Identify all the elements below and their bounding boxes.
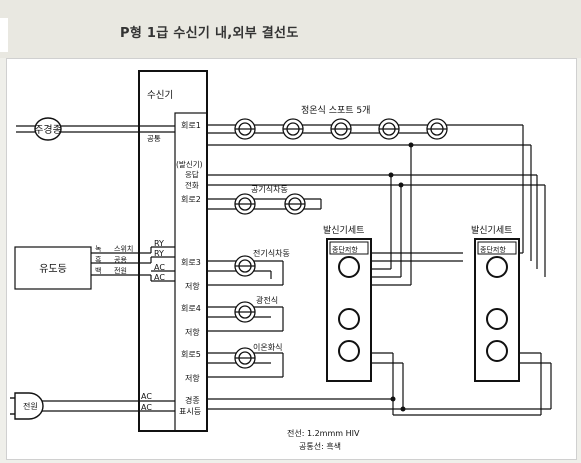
junction-dot [400,406,406,412]
ry1-label: RY [154,239,164,248]
detectors [234,118,448,369]
smoke-detector-icon [378,118,400,140]
junction-dot [388,172,394,178]
ac1-label: AC [154,263,165,272]
transmitter-phone-icon [486,308,508,330]
transmitter-group-label-1: (발신기) [176,160,203,169]
junction-dot [398,182,404,188]
transmitter-button-icon [338,256,360,278]
guide-light-box [14,246,92,290]
transmitter-group-label-3: 전화 [185,180,199,190]
wire-note-line2: 공통선: 흑색 [299,441,341,451]
guide-terminal-1: 스위치 [114,244,133,253]
transmitter-group-label-2: 응답 [185,169,199,179]
smoke-detector-icon [282,118,304,140]
diagram-panel: 주경종 [6,58,577,460]
resistor4-label: 저항 [185,328,200,337]
smoke-detector-icon [284,193,306,215]
receiver-title: 수신기 [147,90,173,101]
ac2-label: AC [154,273,165,282]
circuit2-label: 회로2 [181,195,201,204]
pneumatic-label: 공기식차동 [251,185,288,194]
receiver-common-label: 공통 [147,134,161,143]
resistor5-label: 저항 [185,374,200,383]
wiring-diagram: 주경종 [10,70,552,451]
transmitter-sets [326,238,520,382]
transmitter-button-icon [486,256,508,278]
smoke-detector-icon [234,301,256,323]
set2-label: 발신기세트 [471,225,512,236]
resistor3-label: 저항 [185,282,200,291]
ac4-label: AC [141,403,152,412]
guide-wire-color-3: 백 [95,266,101,275]
indicator-label: 표시등 [179,407,201,416]
smoke-detector-icon [330,118,352,140]
electric-label: 전기식차동 [253,248,290,258]
transmitter-phone-icon [338,308,360,330]
junction-dot [390,396,396,402]
set1-end-resistor: 종단저항 [332,245,358,254]
guide-wire-color-2: 흑 [95,255,102,264]
end-resistor-box [329,241,369,255]
smoke-detector-icon [234,255,256,277]
header-accent [0,18,8,52]
wire-note-line1: 전선: 1.2mmm HIV [287,428,360,438]
receiver-terminal-strip [174,112,208,432]
guide-wire-color-1: 녹 [95,245,102,253]
power-label: 전원 [23,401,38,411]
ac3-label: AC [141,392,152,401]
ionization-label: 이온화식 [253,342,282,352]
transmitter-lamp-icon [338,340,360,362]
guide-light-label: 유도등 [39,263,67,275]
ry2-label: RY [154,249,164,258]
guide-terminal-2: 공용 [114,256,127,264]
circuit5-label: 회로5 [181,350,201,359]
smoke-detector-icon [234,118,256,140]
circuit1-label: 회로1 [181,121,201,130]
alarm-label: 경종 [185,395,200,405]
smoke-detector-icon [234,347,256,369]
junction-dots [388,142,414,412]
set2-end-resistor: 종단저항 [480,245,506,254]
transmitter-lamp-icon [486,340,508,362]
page-title: P형 1급 수신기 내,외부 결선도 [120,26,299,41]
junction-dot [408,142,414,148]
photoelectric-label: 광전식 [256,295,278,305]
page-header: P형 1급 수신기 내,외부 결선도 [0,0,581,58]
power-plug-icon [10,392,44,420]
set1-label: 발신기세트 [323,225,364,236]
smoke-detector-icon [234,193,256,215]
end-resistor-box [477,241,517,255]
circuit4-label: 회로4 [181,304,201,313]
fixed-temp-label: 정온식 스포트 5개 [301,105,370,116]
siren-label: 주경종 [34,123,62,136]
siren-icon [34,117,62,141]
circuit3-label: 회로3 [181,258,201,267]
guide-terminal-3: 전원 [114,266,127,275]
smoke-detector-icon [426,118,448,140]
